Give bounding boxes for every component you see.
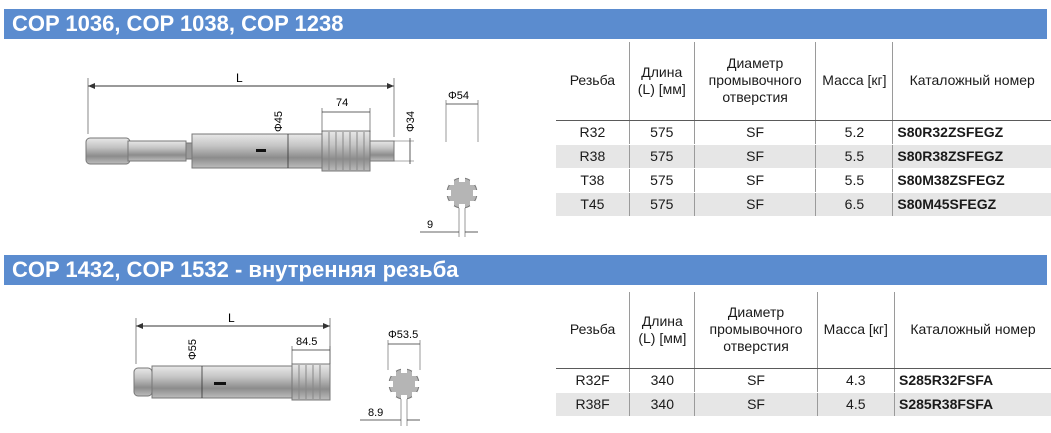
col-catalog-number: Каталожный номер: [894, 292, 1051, 369]
catalog-number: S80M38ZSFEGZ: [892, 168, 1051, 193]
spline-end-view-icon: [387, 367, 421, 401]
catalog-number: S80R32ZSFEGZ: [892, 120, 1051, 145]
shank-drawing-1: L Φ45 74 Φ34 Φ54 9: [85, 71, 479, 237]
spec-table-2: Резьба Длина (L) [мм] Диаметр промывочно…: [556, 292, 1051, 417]
table-row: R38 575 SF 5.5 S80R38ZSFEGZ: [556, 144, 1051, 169]
col-mass: Масса [кг]: [815, 42, 893, 121]
length-label: L: [228, 311, 235, 325]
col-thread: Резьба: [556, 292, 630, 369]
col-length: Длина (L) [мм]: [628, 42, 695, 121]
table-row: T38 575 SF 5.5 S80M38ZSFEGZ: [556, 168, 1051, 193]
shank-end: [133, 367, 153, 397]
key-width-label: 8.9: [368, 407, 383, 419]
catalog-number: S285R38FSFA: [894, 392, 1051, 417]
catalog-number: S285R32FSFA: [894, 368, 1051, 393]
col-flush-diameter: Диаметр промывочного отверстия: [693, 42, 816, 121]
col-length: Длина (L) [мм]: [629, 292, 695, 369]
table-row: R32 575 SF 5.2 S80R32ZSFEGZ: [556, 120, 1051, 145]
catalog-number: S80M45SFEGZ: [892, 192, 1051, 217]
catalog-number: S80R38ZSFEGZ: [892, 144, 1051, 169]
spline-length-label: 84.5: [296, 336, 317, 348]
spline-length-label: 74: [336, 97, 348, 109]
spline-section: [291, 363, 331, 401]
length-label: L: [236, 71, 243, 85]
table-row: T45 575 SF 6.5 S80M45SFEGZ: [556, 192, 1051, 217]
spline-section: [321, 130, 371, 172]
spline-end-view-icon: [445, 176, 479, 210]
col-thread: Резьба: [556, 42, 630, 121]
shank-drawing-2: L Φ55 84.5 Φ53.5 8.9: [133, 311, 421, 426]
face-diameter-label: Φ54: [448, 90, 469, 102]
shaft-diameter-label: Φ55: [187, 339, 199, 360]
section-title-cop1036: COP 1036, COP 1038, COP 1238: [4, 9, 1047, 39]
shank-end: [85, 137, 131, 165]
thread-diameter-label: Φ34: [405, 111, 417, 132]
table-row: R38F 340 SF 4.5 S285R38FSFA: [556, 392, 1051, 417]
col-flush-diameter: Диаметр промывочного отверстия: [694, 292, 818, 369]
spec-table-1: Резьба Длина (L) [мм] Диаметр промывочно…: [556, 42, 1051, 217]
key-width-label: 9: [427, 219, 433, 231]
col-mass: Масса [кг]: [816, 292, 895, 369]
section-title-cop1432: COP 1432, COP 1532 - внутренняя резьба: [4, 255, 1047, 285]
thread-end: [369, 140, 395, 162]
table-row: R32F 340 SF 4.3 S285R32FSFA: [556, 368, 1051, 393]
shaft-diameter-label: Φ45: [273, 111, 285, 132]
col-catalog-number: Каталожный номер: [892, 42, 1051, 121]
face-diameter-label: Φ53.5: [388, 329, 418, 341]
